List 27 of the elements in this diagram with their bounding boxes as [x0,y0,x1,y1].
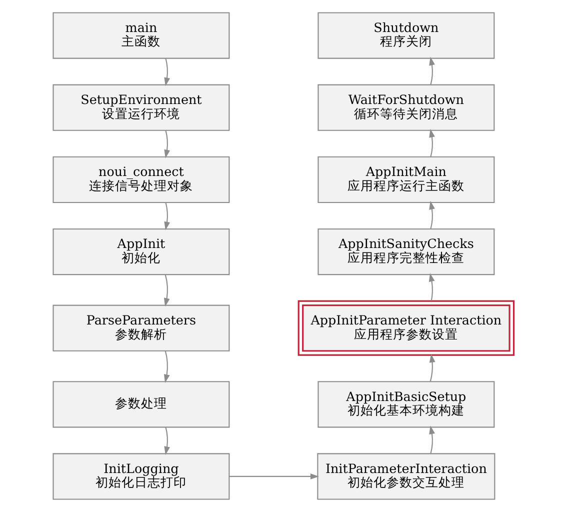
arrow [228,473,318,480]
node-box: noui_connect 连接信号处理对象 [52,156,230,203]
arrow [428,354,435,382]
node-box: InitParameterInteraction 初始化参数交互处理 [316,453,495,500]
node-box: Shutdown 程序关闭 [317,12,494,59]
node-box: 参数处理 [52,381,230,428]
arrow [428,273,434,301]
arrow [164,130,170,158]
node-box: SetupEnvironment 设置运行环境 [52,84,230,131]
node-box: AppInitSanityChecks 应用程序完整性检查 [317,228,494,276]
arrow [164,427,170,455]
node-box: AppInit 初始化 [52,228,230,276]
arrow [428,128,434,157]
node-box: AppInitParameter Interaction 应用程序参数设置 [297,300,514,356]
node-box: AppInitMain 应用程序运行主函数 [317,156,494,203]
arrow [163,350,170,383]
arrow [428,56,434,85]
node-box: ParseParameters 参数解析 [52,304,230,352]
node-box: WaitForShutdown 循环等待关闭消息 [317,84,494,131]
node-box: main 主函数 [52,12,230,59]
arrow [428,426,434,454]
node-box: AppInitBasicSetup 初始化基本环境构建 [317,381,494,428]
arrow [428,200,434,229]
arrow [164,202,170,230]
arrow [164,58,170,86]
node-box: InitLogging 初始化日志打印 [52,453,230,500]
arrow [163,274,170,307]
